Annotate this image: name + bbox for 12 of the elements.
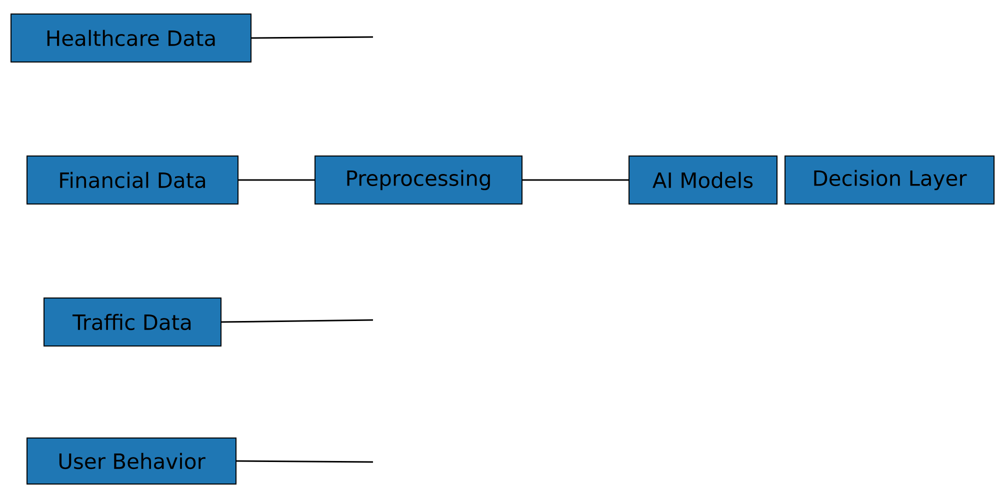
connector-line	[236, 460, 374, 463]
process-box: Financial Data	[26, 156, 238, 204]
process-box: Traffic Data	[44, 298, 222, 346]
process-box: Healthcare Data	[10, 14, 252, 62]
connector-line	[222, 319, 374, 323]
process-box: Decision Layer	[784, 156, 995, 204]
connector-line	[522, 179, 628, 181]
connector-line	[252, 36, 374, 39]
process-box: AI Models	[628, 156, 778, 204]
connector-line	[238, 179, 314, 181]
process-box: User Behavior	[26, 438, 236, 484]
process-box: Preprocessing	[314, 156, 522, 204]
